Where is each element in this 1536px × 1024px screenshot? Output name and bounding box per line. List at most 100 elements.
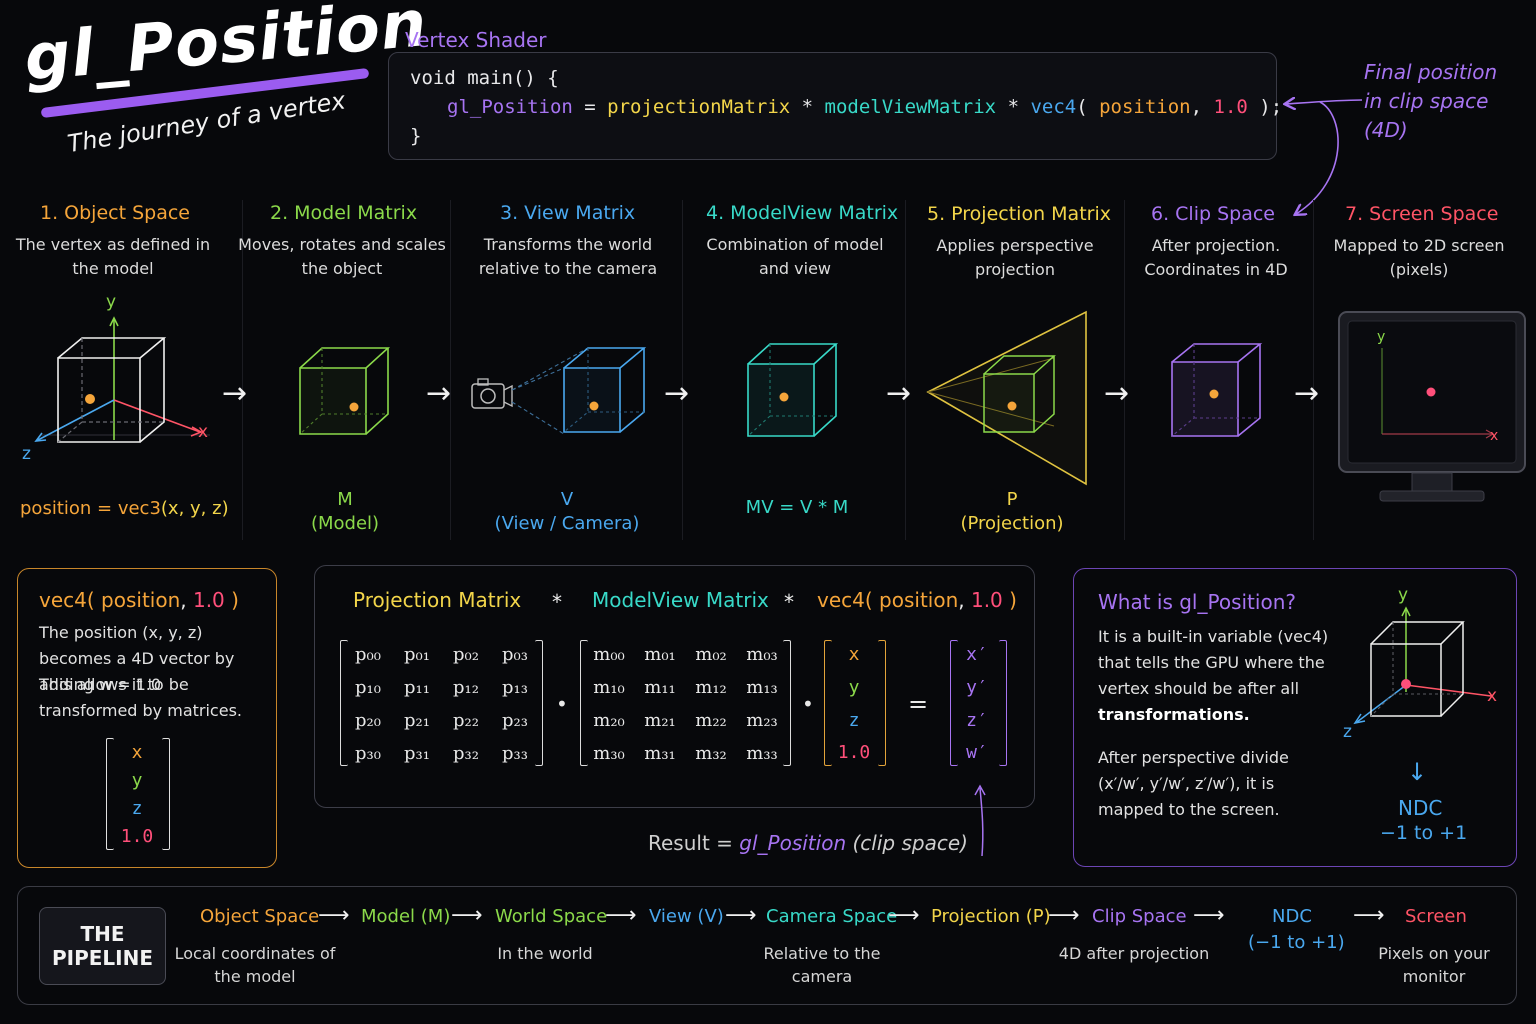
stage-divider [905,200,906,540]
pipeline-panel [17,886,1517,1005]
pipe-clip-space-sub: 4D after projection [1058,944,1210,963]
stage-5-label-main: P [1006,489,1018,510]
final-position-note: Final position in clip space (4D) [1364,58,1514,145]
final-note-line-3: (4D) [1364,118,1408,142]
what-text-1: It is a built-in variable (vec4) that te… [1098,624,1338,728]
stage-1-label-args: (x, y, z) [160,498,229,519]
pipeline-heading: THE PIPELINE [39,907,166,985]
vec4-text-1: The position (x, y, z) becomes a 4D vect… [39,623,235,694]
stage-divider [682,200,683,540]
result-label-pre: Result = [648,831,740,855]
page-title: gl_Position [21,0,431,97]
stage-1-label-func: vec3 [117,498,161,519]
vec4-func: vec4( [39,588,102,612]
pipe-camera-space-sub: Relative to the camera [763,944,881,986]
vec4-panel [17,568,277,868]
code-close: ); [1247,96,1283,118]
pipe-arrow: ⟶ [1353,903,1385,928]
modelview-matrix-cell: m₀₀ [593,644,625,665]
code-modelview-matrix: modelViewMatrix [824,96,997,118]
code-comma: , [1190,96,1214,118]
pipe-view: View (V) [649,906,724,927]
stage-divider [242,200,243,540]
vec4-z: z [131,798,143,819]
stage-2-label-sub: (Model) [310,513,380,534]
stage-divider [1124,200,1125,540]
stage-6-desc: After projection. Coordinates in 4D [1144,236,1288,279]
eq-mv-label: ModelView Matrix [592,588,769,612]
projection-matrix-cell: p₁₂ [453,677,479,698]
stage-1-label-pre: position = [20,498,118,519]
projection-matrix-cell: p₀₂ [453,644,479,665]
stage-3-title: 3. View Matrix [500,202,636,224]
eq-r-x: x′ [966,644,988,665]
m-bracket-right [783,640,791,766]
projection-matrix-cell: p₁₀ [355,677,381,698]
projection-matrix-cell: p₀₀ [355,644,381,665]
projection-frustum [926,310,1087,486]
code-projection-matrix: projectionMatrix [607,96,791,118]
pipeline-heading-1: THE [80,922,125,946]
eq-vec-comma: , [958,588,971,612]
modelview-matrix-cell: m₁₁ [644,677,676,698]
pipe-arrow: ⟶ [1048,903,1080,928]
eq-equals: = [908,690,929,718]
eq-v-y: y [848,677,860,698]
eq-vec-pos: position [879,588,959,612]
pipe-camera-space: Camera Space [766,906,898,927]
vec4-panel-title: vec4( position, 1.0 ) [39,588,239,612]
eq-vec-label: vec4( position, 1.0 ) [817,588,1017,612]
modelview-matrix-cell: m₂₃ [746,710,778,731]
modelview-matrix-cell: m₁₂ [695,677,727,698]
stage-arrow: → [664,376,690,411]
p-bracket-right [535,640,543,766]
projection-matrix-cell: p₃₁ [404,743,430,764]
ndc-down-arrow: ↓ [1407,758,1428,786]
stage-3-label: V(View / Camera) [467,488,667,536]
projection-matrix-cell: p₃₀ [355,743,381,764]
stage-5-title: 5. Projection Matrix [927,203,1111,225]
pipe-arrow: ⟶ [451,903,483,928]
modelview-matrix-cell: m₃₂ [695,743,727,764]
view-matrix-scene [471,347,647,435]
v-bracket-left [824,640,832,766]
ndc-axis-y: y [1398,585,1409,605]
vec4-y: y [131,770,143,791]
stage-arrow: → [1104,376,1130,411]
stage-1-label: position = vec3(x, y, z) [20,498,229,519]
stage-6-title: 6. Clip Space [1151,203,1275,225]
eq-vec-one: 1.0 [970,588,1003,612]
what-is-panel [1073,568,1517,867]
result-label-post: (clip space) [846,831,968,855]
result-arrow [974,784,986,857]
projection-matrix-cell: p₂₃ [502,710,528,731]
pipe-arrow: ⟶ [725,903,757,928]
code-open: ( [1076,96,1100,118]
code-line-1: void main() { [410,67,559,89]
vec4-close: ) [224,588,239,612]
stage-5-label-sub: (Projection) [960,513,1064,534]
stage-4-title: 4. ModelView Matrix [706,202,899,224]
pipe-arrow: ⟶ [605,903,637,928]
pipe-world-space-sub: In the world [497,944,593,963]
code-vec4: vec4 [1030,96,1077,118]
stage-arrow: → [1294,376,1320,411]
eq-v-w: 1.0 [837,742,871,763]
eq-v-z: z [848,710,860,731]
final-note-arrow [1270,80,1363,230]
modelview-matrix-cell: m₀₃ [746,644,778,665]
code-position: position [1099,96,1191,118]
stage-1-axis-y: y [106,292,117,312]
code-mul-1: * [790,96,825,118]
projection-matrix-cell: p₀₃ [502,644,528,665]
eq-proj-label: Projection Matrix [353,588,522,612]
model-matrix-cube [299,347,391,435]
stage-3-label-main: V [560,489,574,510]
eq-star-1: * [552,590,562,614]
vec4-text-2: This allows it to be transformed by matr… [39,675,242,720]
stage-1-axis-x: x [198,422,209,442]
code-mul-2: * [996,96,1031,118]
ndc-cube [1353,606,1492,725]
eq-dot-2: • [802,692,814,716]
stage-1-desc: The vertex as defined in the model [15,235,211,278]
